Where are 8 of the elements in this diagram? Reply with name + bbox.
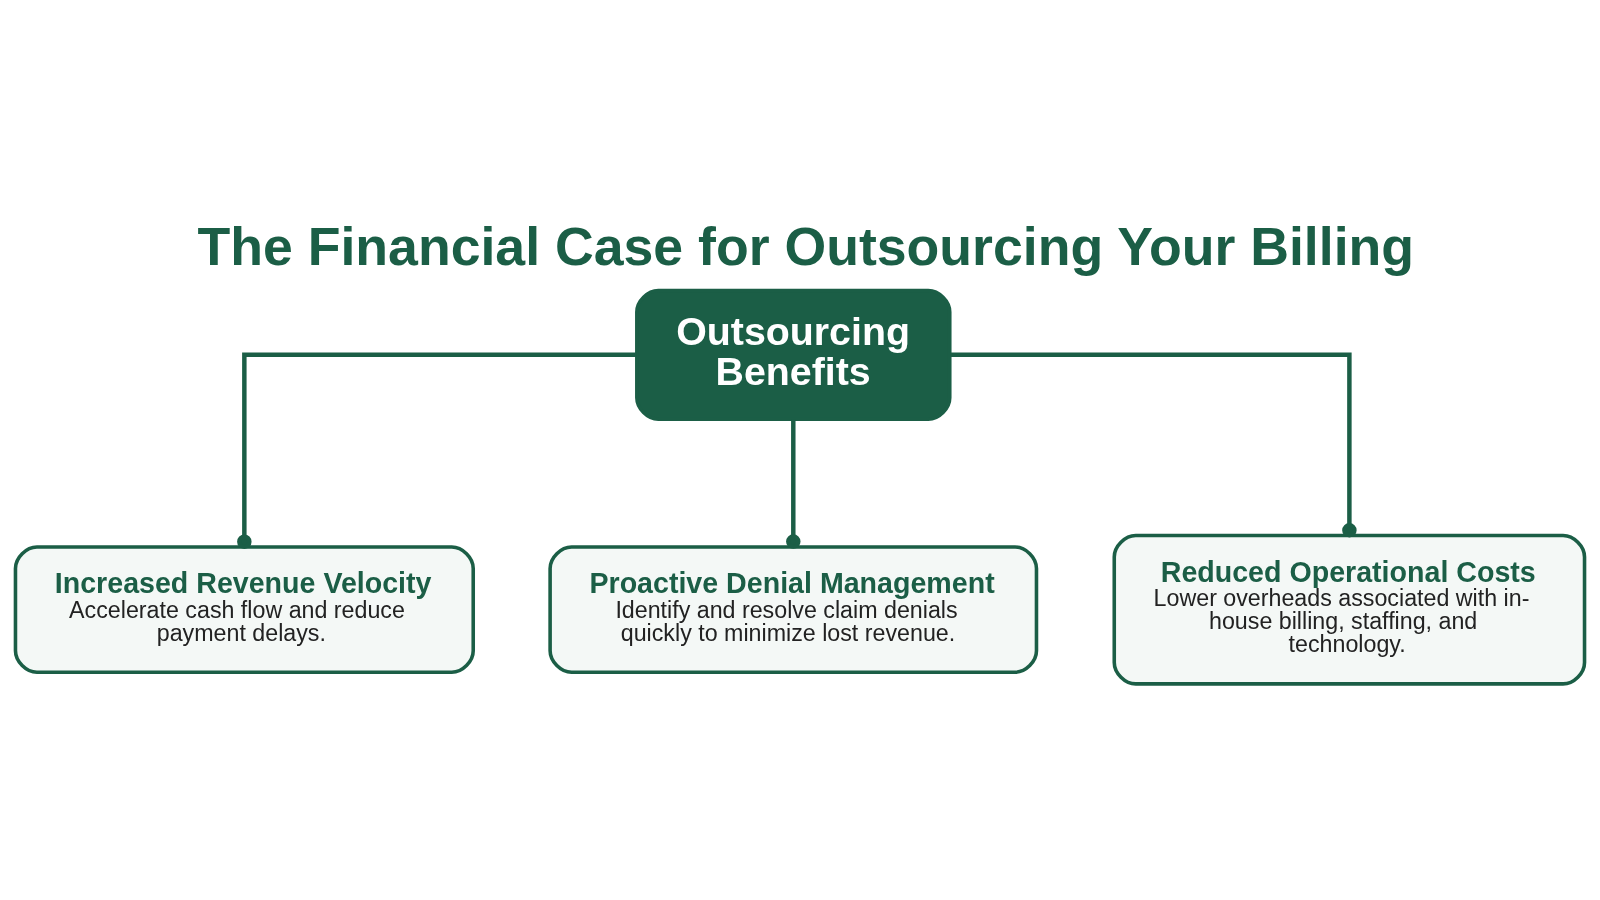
node-box: Proactive Denial Management Identify and resolve claim denials quickly to minimize lost revenue.	[548, 544, 1039, 674]
node-box: Increased Revenue Velocity Accelerate cash flow and reduce payment delays.	[13, 544, 475, 674]
connector	[786, 419, 801, 549]
node-box: Reduced Operational Costs Lower overheads associated with in-house billing, staffing, and technology.	[1112, 533, 1587, 686]
diagram-title: The Financial Case for Outsourcing Your Billing	[197, 215, 1415, 276]
connector	[237, 352, 637, 549]
node-box: Outsourcing Benefits	[635, 288, 952, 421]
connector	[950, 352, 1357, 537]
